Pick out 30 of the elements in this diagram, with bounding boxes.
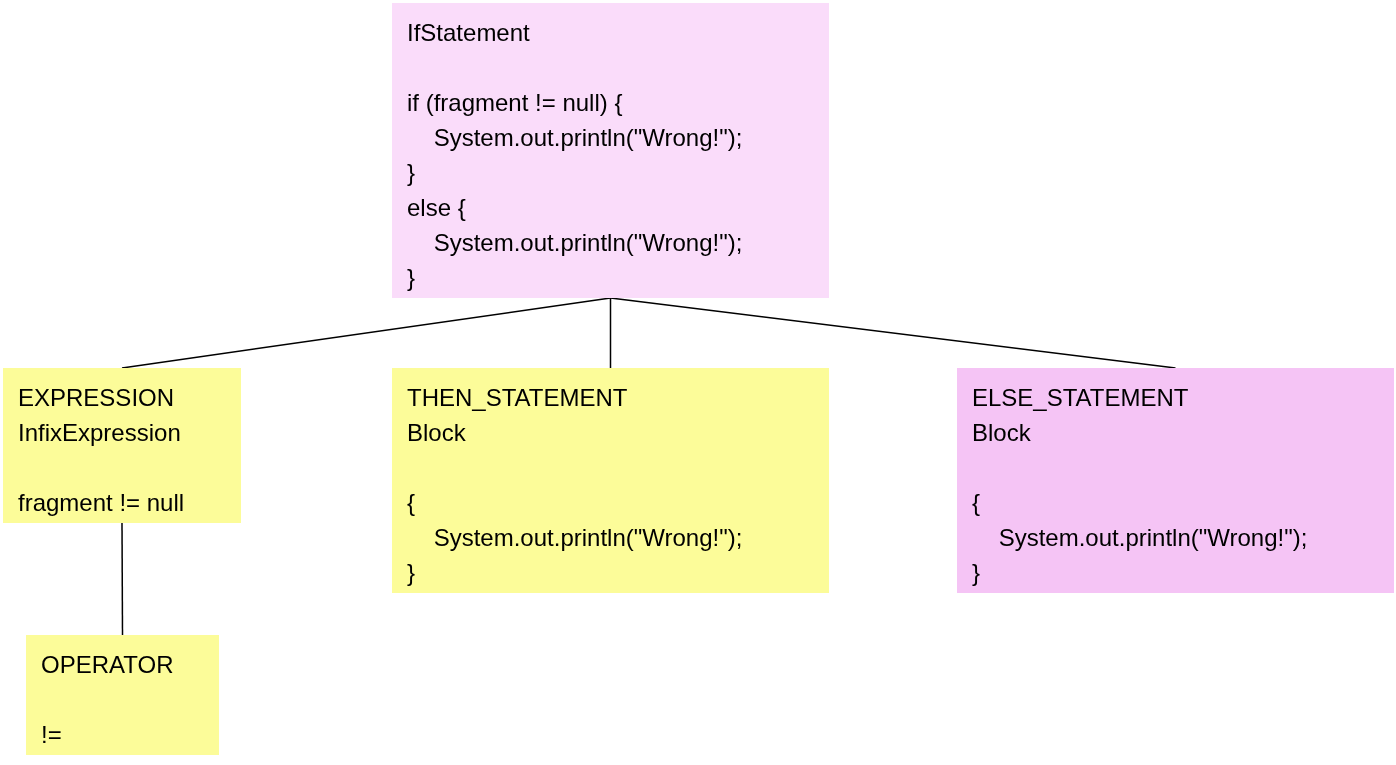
code-line: { [407, 488, 415, 518]
code-line: else { [407, 193, 466, 223]
code-line: Block [407, 418, 466, 448]
tree-connector [609, 297, 612, 369]
code-line: System.out.println("Wrong!"); [432, 228, 743, 258]
node-heading: THEN_STATEMENT [407, 383, 628, 413]
tree-node-box [26, 635, 219, 755]
code-line: { [972, 488, 980, 518]
code-line: } [407, 558, 415, 588]
code-line: if (fragment != null) { [407, 88, 623, 118]
code-line: fragment != null [18, 488, 185, 518]
code-line: != [41, 720, 62, 750]
node-heading: IfStatement [407, 18, 530, 48]
code-line: Block [972, 418, 1031, 448]
code-line: InfixExpression [18, 418, 181, 448]
node-heading: OPERATOR [41, 650, 174, 680]
tree-node-box [392, 3, 829, 298]
code-line: } [972, 558, 980, 588]
code-line: System.out.println("Wrong!"); [997, 523, 1308, 553]
tree-connector [121, 522, 124, 636]
node-heading: ELSE_STATEMENT [972, 383, 1189, 413]
node-heading: EXPRESSION [18, 383, 175, 413]
tree-node-box [392, 368, 829, 593]
tree-node-box [957, 368, 1394, 593]
code-line: System.out.println("Wrong!"); [432, 123, 743, 153]
tree-node-box [3, 368, 241, 523]
code-line: } [407, 263, 415, 293]
tree-connector [121, 297, 612, 369]
code-line: System.out.println("Wrong!"); [432, 523, 743, 553]
code-line: } [407, 158, 415, 188]
